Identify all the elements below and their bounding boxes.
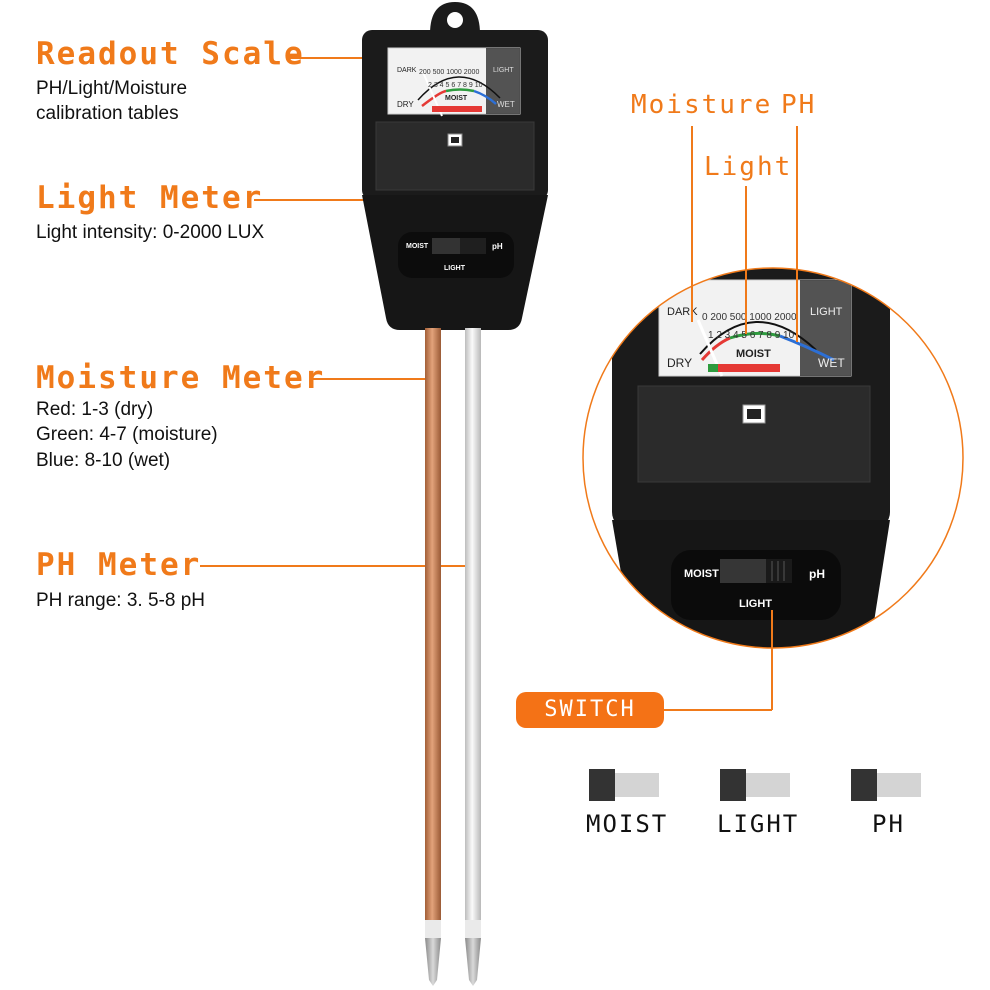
switch-callout-badge: SWITCH [516,692,664,728]
switch-position-light-label: LIGHT [717,810,800,838]
zoom-detail-circle [582,267,964,649]
light-meter-leader-line [254,199,458,201]
readout-scale-desc-2: calibration tables [36,103,179,124]
switch-position-light-icon [720,769,790,801]
moisture-meter-desc-2: Green: 4-7 (moisture) [36,424,218,445]
zoom-switch-moist-label: MOIST [684,568,719,580]
ph-meter-desc: PH range: 3. 5-8 pH [36,590,205,611]
zoom-dial-wet-label: WET [818,356,845,370]
zoom-dial-moist-label: MOIST [736,348,771,360]
device-dial-light-label: LIGHT [493,67,514,74]
light-meter-title: Light Meter [36,180,264,216]
zoom-ph-leader-line [796,126,798,342]
zoom-dial-lux-scale: 0 200 500 1000 2000 [702,312,797,323]
moisture-meter-leader-line [310,378,432,380]
zoom-light-leader-line [745,186,747,334]
zoom-ph-label: PH [781,90,817,120]
device-dial-dark-label: DARK [397,67,417,74]
device-dial-moist-label: MOIST [445,95,468,102]
device-dial-dry-label: DRY [397,100,414,109]
device-dial-numbers: 2 3 4 5 6 7 8 9 10 [428,82,483,89]
light-meter-desc: Light intensity: 0-2000 LUX [36,222,265,243]
switch-leader-vertical [771,610,773,710]
zoom-light-label: Light [704,152,793,182]
zoom-dial-dry-label: DRY [667,356,693,370]
switch-leader-line [664,709,772,711]
switch-position-ph-label: PH [872,810,905,838]
moisture-meter-desc-3: Blue: 8-10 (wet) [36,450,171,471]
zoom-switch-light-label: LIGHT [739,598,772,610]
switch-position-moist-icon [589,769,659,801]
zoom-dial-numbers: 1 2 3 4 5 6 7 8 9 10 [708,330,795,341]
zoom-moisture-label: Moisture [631,90,773,120]
moisture-meter-title: Moisture Meter [36,360,326,396]
soil-meter-device [362,2,548,986]
moisture-meter-desc-1: Red: 1-3 (dry) [36,399,154,420]
switch-position-moist-label: MOIST [586,810,669,838]
device-switch-light-label: LIGHT [444,265,465,272]
zoom-switch-ph-label: pH [809,567,825,581]
zoom-dial-light-label: LIGHT [810,306,843,318]
device-switch-ph-label: pH [492,242,503,251]
zoom-moisture-leader-line [691,126,693,322]
switch-position-ph-icon [851,769,921,801]
readout-scale-desc-1: PH/Light/Moisture [36,78,188,99]
device-dial-wet-label: WET [497,100,515,109]
readout-scale-title: Readout Scale [36,36,305,72]
ph-meter-leader-line [200,565,480,567]
zoom-dial-dark-label: DARK [667,306,698,318]
device-dial-lux-scale: 200 500 1000 2000 [419,69,480,76]
device-switch-moist-label: MOIST [406,243,429,250]
ph-meter-title: PH Meter [36,547,202,583]
